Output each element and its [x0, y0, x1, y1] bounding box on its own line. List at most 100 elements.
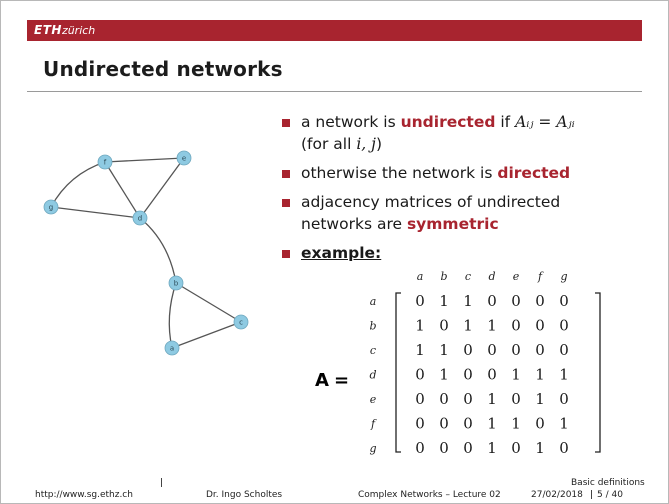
matrix-row-label-a: a: [370, 295, 377, 308]
matrix-cell: 1: [487, 390, 497, 408]
matrix-row-label-d: d: [369, 369, 376, 382]
bullet-symmetric: adjacency matrices of undirected network…: [279, 191, 639, 235]
matrix-cell: 0: [415, 415, 425, 433]
matrix-col-label-c: c: [465, 270, 471, 283]
matrix-row-label-e: e: [370, 393, 377, 406]
matrix-cell: 0: [439, 390, 449, 408]
matrix-cell: 0: [511, 292, 521, 310]
matrix-cell: 0: [463, 415, 473, 433]
slide-title: Undirected networks: [43, 57, 283, 81]
matrix-cell: 0: [559, 390, 569, 408]
matrix-cell: 1: [559, 366, 569, 384]
footer-page: 5 / 40: [597, 490, 623, 500]
bullet1-text-mid: if: [495, 113, 516, 131]
bullet-list: a network is undirected if Aᵢⱼ = Aⱼᵢ (fo…: [279, 111, 639, 271]
footer: http://www.sg.ethz.ch Dr. Ingo Scholtes …: [1, 473, 668, 503]
matrix-cell: 0: [559, 292, 569, 310]
edge-b-c: [175, 282, 242, 323]
node-f: [97, 154, 113, 170]
matrix-cell: 0: [439, 317, 449, 335]
matrix-cell: 1: [535, 366, 545, 384]
node-label-d: d: [138, 215, 142, 223]
matrix-cell: 1: [439, 341, 449, 359]
matrix-cell: 1: [463, 317, 473, 335]
bullet-undirected-definition: a network is undirected if Aᵢⱼ = Aⱼᵢ (fo…: [279, 111, 639, 155]
bullet1-formula: Aᵢⱼ = Aⱼᵢ: [515, 113, 575, 131]
bullet3-keyword: symmetric: [406, 215, 499, 233]
matrix-cell: 0: [463, 390, 473, 408]
matrix-cell: 0: [559, 439, 569, 457]
matrix-cell: 0: [415, 439, 425, 457]
footer-separator: [161, 478, 162, 487]
matrix-cell: 0: [415, 366, 425, 384]
matrix-cell: 1: [487, 415, 497, 433]
node-label-g: g: [49, 204, 53, 212]
matrix-cell: 0: [559, 341, 569, 359]
edge-c-a: [171, 321, 242, 349]
matrix-cell: 0: [439, 439, 449, 457]
matrix-cell: 1: [511, 415, 521, 433]
bullet-example: example:: [279, 242, 639, 264]
node-d: [132, 210, 148, 226]
node-c: [233, 314, 249, 330]
matrix-col-label-g: g: [560, 270, 567, 283]
matrix-symbol: A: [315, 370, 329, 391]
network-edges: [50, 157, 242, 349]
bullet-marker: [282, 250, 290, 258]
matrix-cell: 1: [487, 439, 497, 457]
matrix-cell: 0: [463, 366, 473, 384]
matrix-cell: 0: [415, 292, 425, 310]
matrix-row-label-b: b: [369, 320, 376, 333]
footer-course: Complex Networks – Lecture 02: [358, 490, 501, 500]
bullet-marker: [282, 119, 290, 127]
matrix-cell: 0: [463, 341, 473, 359]
matrix-cell: 1: [487, 317, 497, 335]
matrix-cell: 1: [415, 317, 425, 335]
bullet2-text: otherwise the network is: [301, 164, 498, 182]
matrix-cell: 0: [463, 439, 473, 457]
node-label-a: a: [170, 345, 174, 353]
edge-g-d: [50, 206, 141, 219]
edge-g-f: [50, 161, 106, 208]
matrix-cell: 0: [439, 415, 449, 433]
node-label-c: c: [239, 319, 243, 327]
edge-f-e: [104, 157, 185, 163]
node-e: [176, 150, 192, 166]
bullet1-text: a network is: [301, 113, 401, 131]
bullet3-line1: adjacency matrices of undirected: [301, 193, 561, 211]
matrix-cell: 0: [535, 292, 545, 310]
matrix-row-label-c: c: [370, 344, 376, 357]
matrix-cell: 0: [487, 292, 497, 310]
eth-logo: ETHzürich: [34, 23, 95, 38]
bullet-directed: otherwise the network is directed: [279, 162, 639, 184]
bullet1-keyword: undirected: [400, 113, 496, 131]
matrix-cell: 1: [415, 341, 425, 359]
matrix-cell: 0: [535, 341, 545, 359]
matrix-cell: 0: [511, 439, 521, 457]
bullet1-line2-end: ): [375, 135, 383, 153]
matrix-equals: =: [334, 370, 349, 391]
matrix-col-label-d: d: [488, 270, 495, 283]
matrix-cell: 1: [511, 366, 521, 384]
bullet4-text: example:: [301, 244, 382, 262]
node-label-f: f: [104, 159, 107, 167]
footer-date: 27/02/2018: [531, 490, 583, 500]
footer-url[interactable]: http://www.sg.ethz.ch: [35, 490, 133, 500]
matrix-cell: 1: [535, 439, 545, 457]
matrix-cell: 0: [511, 341, 521, 359]
matrix-cell: 0: [559, 317, 569, 335]
matrix-cell: 0: [511, 317, 521, 335]
matrix-cell: 1: [559, 415, 569, 433]
node-a: [164, 340, 180, 356]
logo-eth: ETH: [34, 23, 62, 37]
header-bar: ETHzürich: [27, 20, 642, 41]
matrix-cell: 1: [463, 292, 473, 310]
node-label-b: b: [174, 280, 179, 288]
title-divider: [27, 91, 642, 92]
bullet-marker: [282, 170, 290, 178]
matrix-cell: 1: [535, 390, 545, 408]
matrix-cell: 0: [487, 341, 497, 359]
